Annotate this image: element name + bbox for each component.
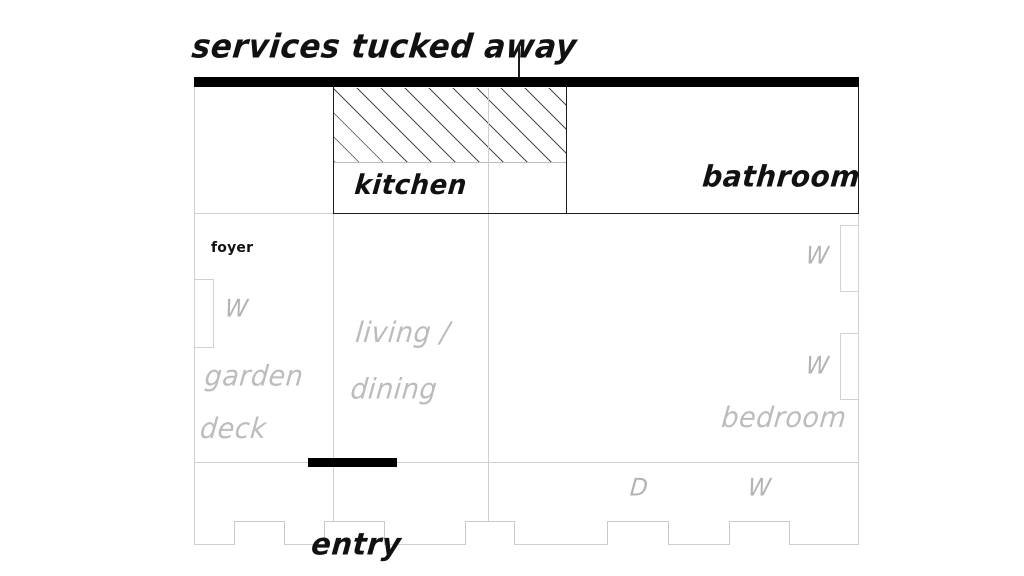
opening-bottom-door — [607, 521, 669, 545]
room-label-bathroom: bathroom — [700, 159, 862, 194]
page-title: services tucked away — [189, 28, 579, 67]
marker-window-bedroom-lower: W — [804, 352, 830, 380]
marker-door-bottom: D — [628, 474, 649, 502]
window-bedroom-lower — [840, 333, 859, 400]
room-label-kitchen: kitchen — [353, 170, 469, 202]
window-bedroom-upper — [840, 225, 859, 292]
window-garden-left — [194, 279, 214, 348]
wall-foyer-top — [194, 213, 333, 214]
wall-kitchen-divider — [488, 88, 489, 213]
title-flourish-stroke — [518, 44, 520, 78]
wall-entry-threshold — [308, 458, 397, 467]
room-label-entry: entry — [309, 526, 403, 562]
marker-window-bottom: W — [746, 474, 772, 502]
room-label-garden-deck: garden deck — [198, 360, 305, 446]
marker-window-bedroom-upper: W — [804, 242, 830, 270]
hatched-service-zone — [334, 88, 566, 162]
wall-hatch-bottom — [334, 162, 566, 163]
room-label-living-dining: living / dining — [349, 316, 452, 406]
room-label-bedroom: bedroom — [720, 402, 848, 435]
wall-kitchen-left — [333, 87, 334, 214]
opening-bottom-window — [729, 521, 790, 545]
wall-service-band-bottom — [333, 213, 859, 214]
wall-kitchen-right — [566, 87, 567, 214]
opening-bottom-1 — [234, 521, 285, 545]
opening-bottom-3 — [465, 521, 515, 545]
wall-lower-band-top — [194, 462, 859, 463]
wall-exterior-top — [194, 77, 859, 87]
wall-exterior-bottom — [194, 544, 859, 545]
wall-living-right — [488, 214, 489, 545]
marker-window-garden: W — [223, 295, 249, 323]
opening-bottom-entry — [324, 521, 385, 545]
wall-bathroom-right — [858, 87, 859, 214]
wall-living-left — [333, 214, 334, 545]
room-label-foyer: foyer — [211, 240, 254, 256]
